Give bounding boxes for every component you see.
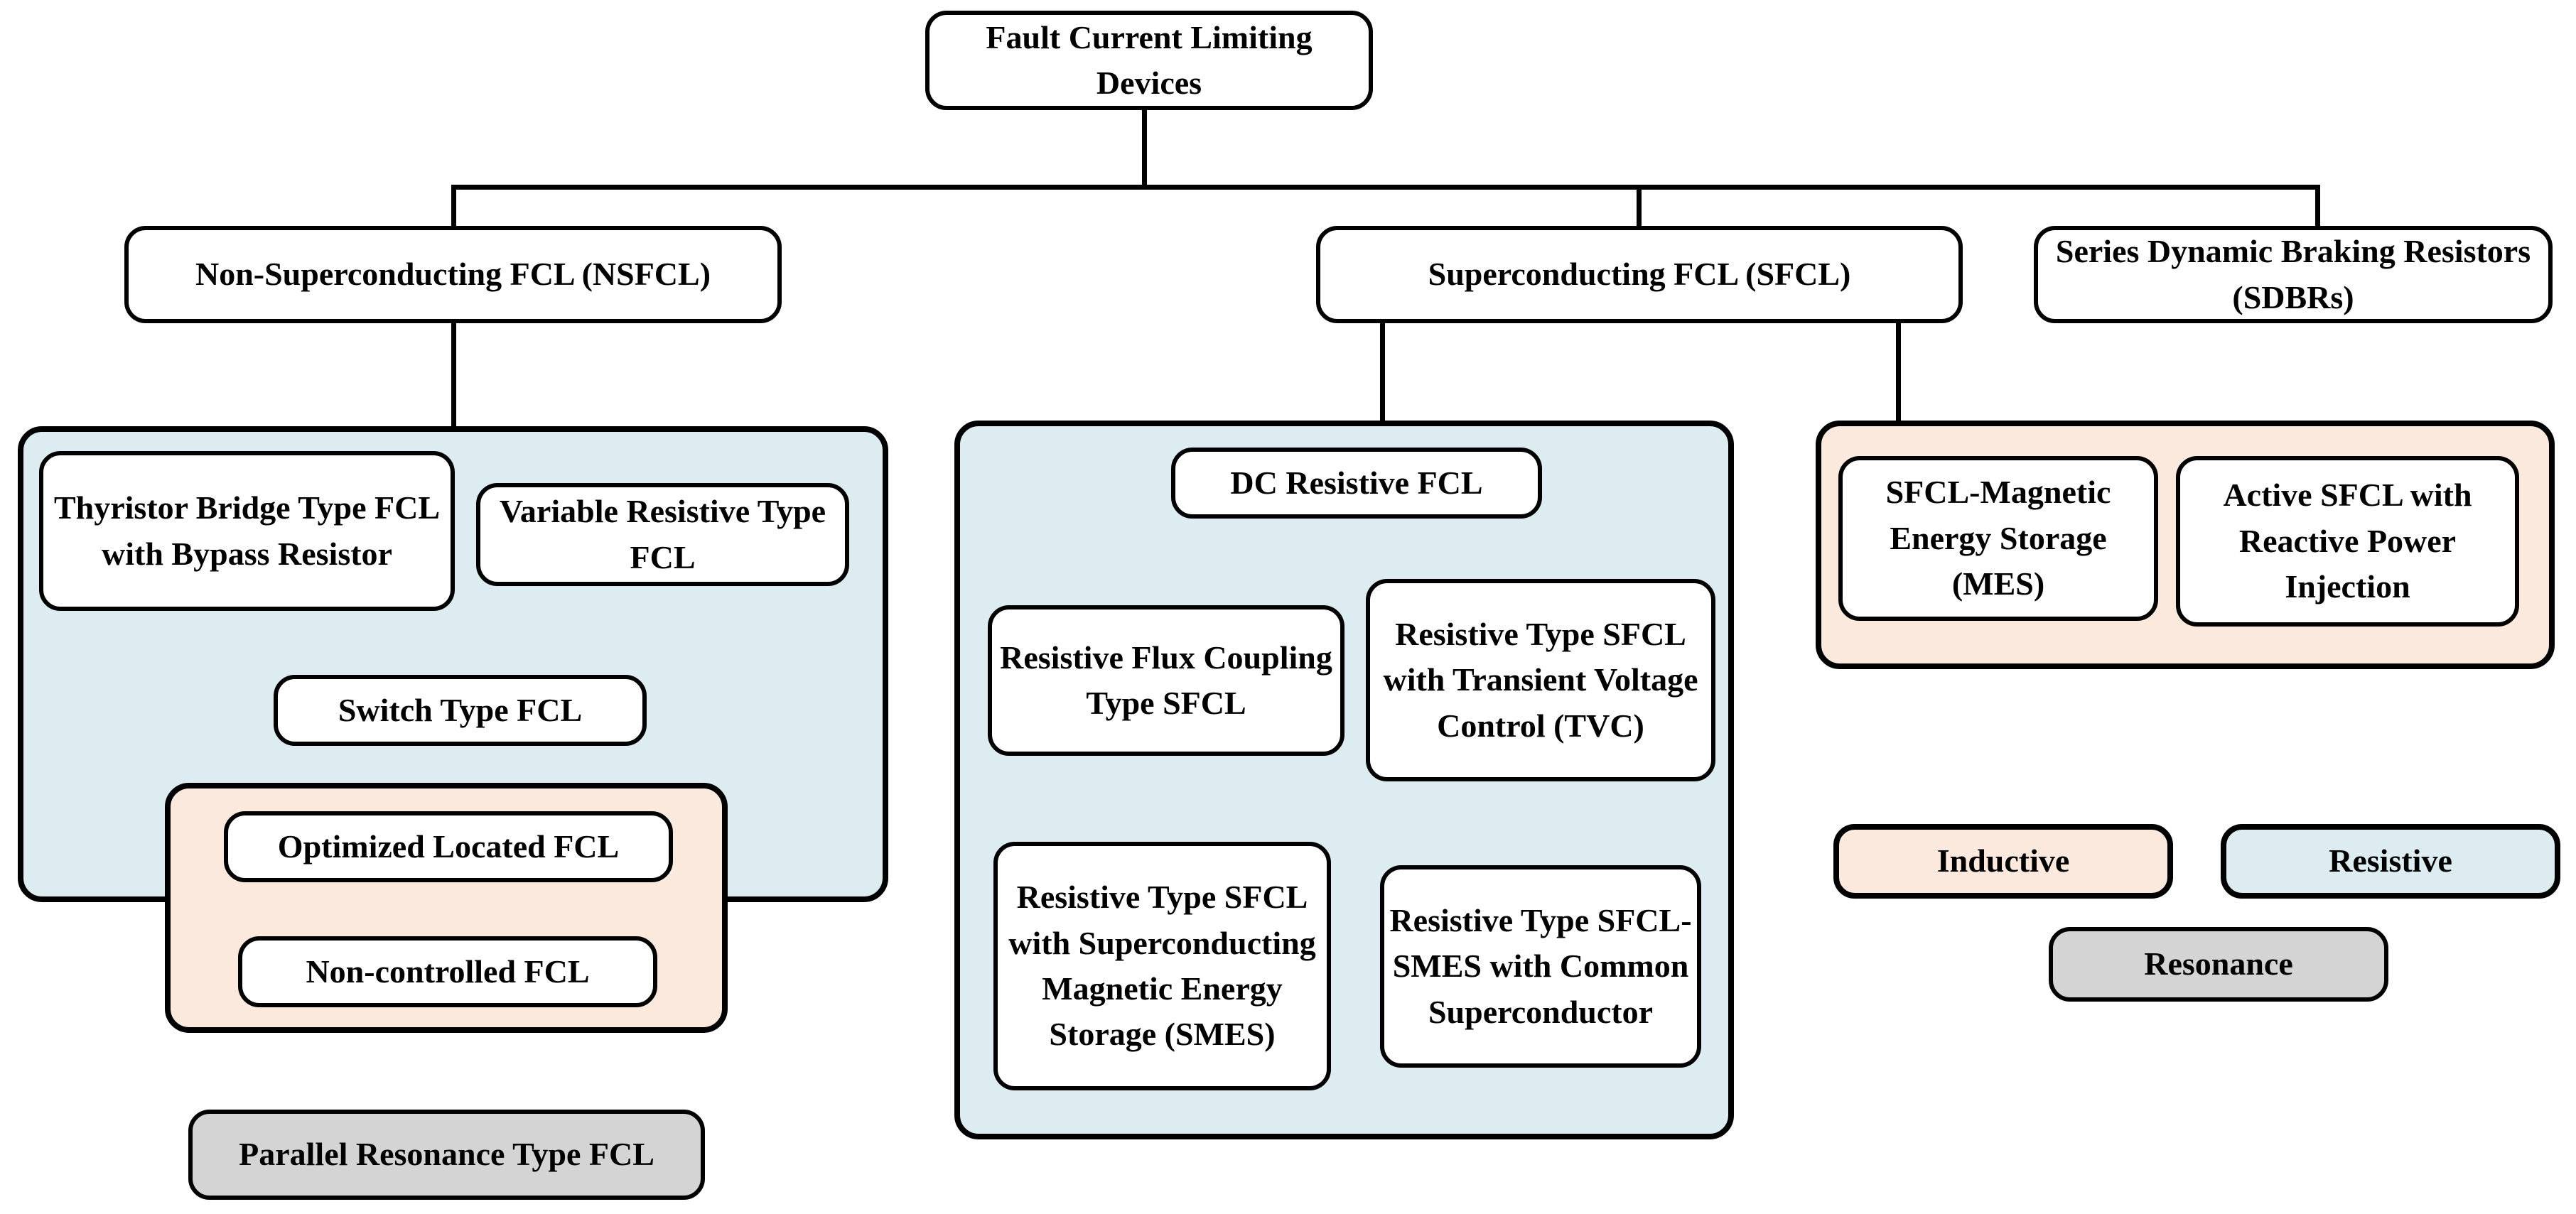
variable-resistive-fcl-label: Variable Resistive Type FCL <box>499 493 826 575</box>
connector-bus-sdbr <box>2315 185 2320 229</box>
sdbr-node: Series Dynamic Braking Resistors (SDBRs) <box>2034 226 2553 323</box>
active-sfcl-reactive-power-label: Active SFCL with Reactive Power Injectio… <box>2223 477 2472 605</box>
connector-bus-sfcl <box>1637 185 1642 229</box>
sfcl-mes-label: SFCL-Magnetic Energy Storage (MES) <box>1885 474 2111 602</box>
resistive-sfcl-tvc-label: Resistive Type SFCL with Transient Volta… <box>1383 615 1698 744</box>
connector-bus-nsfcl <box>451 185 456 229</box>
sfcl-label: Superconducting FCL (SFCL) <box>1428 256 1851 293</box>
legend-resonance: Resonance <box>2049 927 2388 1002</box>
non-controlled-fcl-label: Non-controlled FCL <box>306 953 590 990</box>
dc-resistive-fcl: DC Resistive FCL <box>1171 448 1542 519</box>
resistive-sfcl-tvc: Resistive Type SFCL with Transient Volta… <box>1366 579 1715 781</box>
connector-sfcl-inductive-group <box>1896 323 1901 423</box>
switch-type-fcl: Switch Type FCL <box>274 675 647 746</box>
switch-type-fcl-label: Switch Type FCL <box>338 691 583 728</box>
non-controlled-fcl: Non-controlled FCL <box>238 936 657 1007</box>
resistive-sfcl-smes: Resistive Type SFCL with Superconducting… <box>993 842 1331 1090</box>
optimized-located-fcl: Optimized Located FCL <box>224 811 673 882</box>
root-label: Fault Current Limiting Devices <box>986 18 1313 101</box>
resistive-sfcl-smes-common: Resistive Type SFCL-SMES with Common Sup… <box>1380 865 1701 1068</box>
parallel-resonance-fcl-label: Parallel Resonance Type FCL <box>239 1136 654 1173</box>
legend-resistive: Resistive <box>2221 824 2560 899</box>
sfcl-node: Superconducting FCL (SFCL) <box>1316 226 1963 323</box>
thyristor-bridge-fcl: Thyristor Bridge Type FCL with Bypass Re… <box>39 451 455 611</box>
resistive-flux-coupling-sfcl: Resistive Flux Coupling Type SFCL <box>988 605 1344 756</box>
resistive-sfcl-smes-common-label: Resistive Type SFCL-SMES with Common Sup… <box>1389 901 1692 1030</box>
connector-root-down <box>1142 107 1147 187</box>
connector-sfcl-resistive-group <box>1380 323 1385 423</box>
variable-resistive-fcl: Variable Resistive Type FCL <box>476 483 849 586</box>
legend-inductive-label: Inductive <box>1936 842 2070 879</box>
parallel-resonance-fcl: Parallel Resonance Type FCL <box>188 1110 705 1200</box>
dc-resistive-fcl-label: DC Resistive FCL <box>1230 464 1483 501</box>
optimized-located-fcl-label: Optimized Located FCL <box>277 828 620 865</box>
nsfcl-node: Non-Superconducting FCL (NSFCL) <box>124 226 782 323</box>
legend-inductive: Inductive <box>1833 824 2173 899</box>
thyristor-bridge-fcl-label: Thyristor Bridge Type FCL with Bypass Re… <box>53 489 441 572</box>
nsfcl-label: Non-Superconducting FCL (NSFCL) <box>195 256 711 293</box>
resistive-flux-coupling-sfcl-label: Resistive Flux Coupling Type SFCL <box>1000 639 1332 721</box>
connector-top-bus <box>451 185 2320 190</box>
sfcl-mes: SFCL-Magnetic Energy Storage (MES) <box>1838 456 2158 621</box>
connector-nsfcl-group <box>451 323 456 426</box>
root-node: Fault Current Limiting Devices <box>925 11 1373 110</box>
active-sfcl-reactive-power: Active SFCL with Reactive Power Injectio… <box>2176 456 2519 627</box>
legend-resistive-label: Resistive <box>2329 842 2452 879</box>
sdbr-label: Series Dynamic Braking Resistors (SDBRs) <box>2055 233 2531 315</box>
legend-resonance-label: Resonance <box>2144 945 2293 982</box>
resistive-sfcl-smes-label: Resistive Type SFCL with Superconducting… <box>1008 879 1316 1053</box>
